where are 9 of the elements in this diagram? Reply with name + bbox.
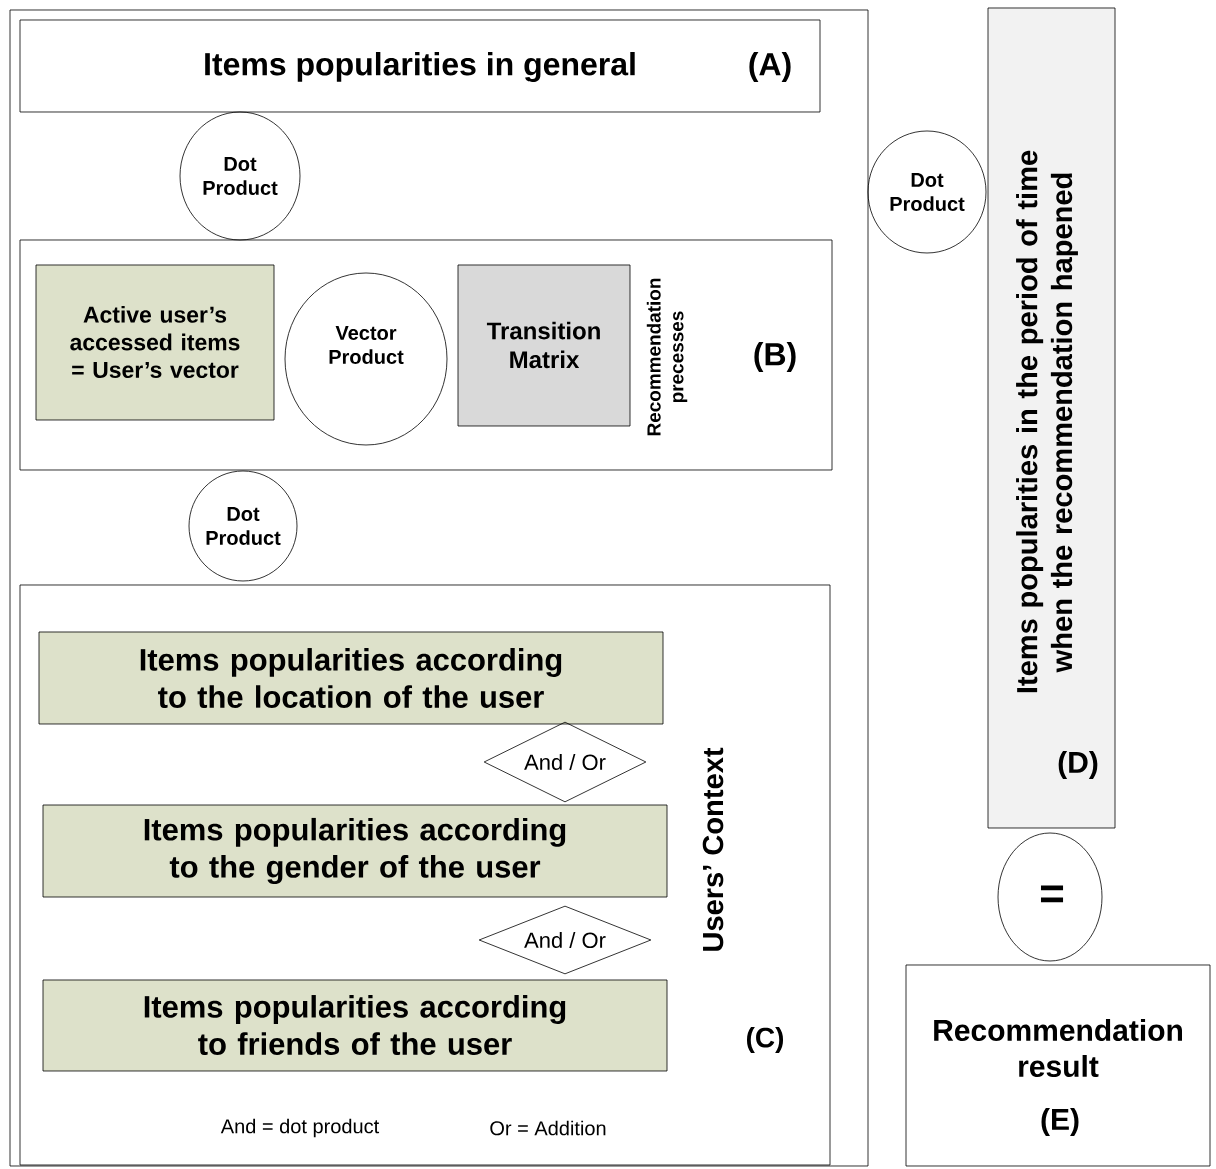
time-bar: Items popularities in the period of time when the recommendation hapened (D) [987, 7, 1116, 829]
matrix-box: Transition Matrix [457, 264, 631, 427]
context-box: Items popularities according to the location of the user [38, 631, 664, 725]
process-box: Active user’s accessed items = User’s vector [35, 264, 275, 421]
result-box: Recommendation result (E) [905, 964, 1211, 1167]
context-box: Items popularities according to friends of the user [42, 979, 668, 1072]
outer-frame [9, 9, 869, 1167]
panel: Items popularities in general (A) [19, 19, 821, 113]
context-box: Items popularities according to the gender of the user [42, 804, 668, 898]
